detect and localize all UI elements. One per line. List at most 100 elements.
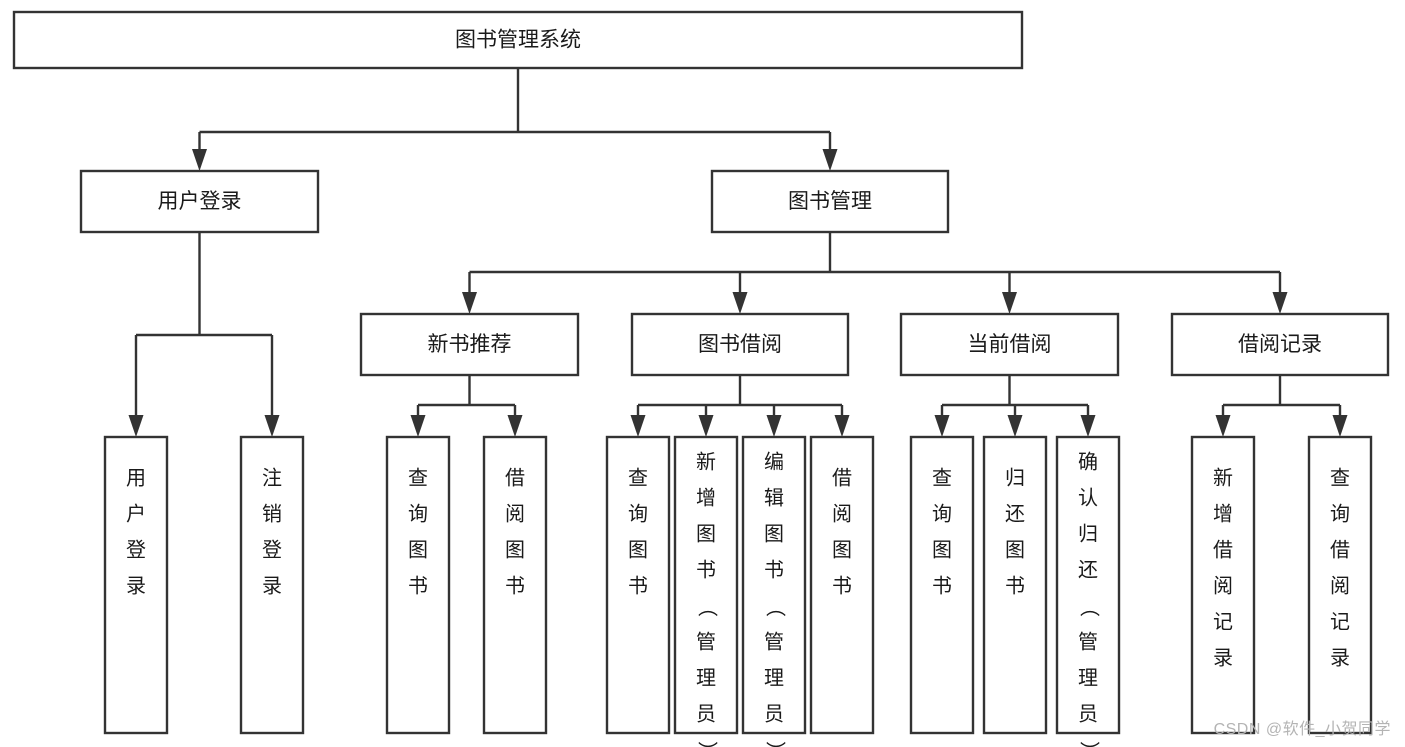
node-root[interactable]: 图书管理系统 [12,10,1024,70]
node-label-leaf-query-record-char-3: 阅 [1330,574,1350,597]
node-label-leaf-confirm-return-char-0: 确 [1078,450,1098,473]
node-label-leaf-add-book-char-5: 管 [696,630,716,653]
node-label-leaf-add-book-char-6: 理 [696,667,716,689]
node-box-leaf-query-book-cur [909,435,975,735]
node-label-leaf-borrow-book-char-1: 阅 [832,502,852,525]
node-label-leaf-add-book-char-3: 书 [696,558,716,581]
node-label-leaf-confirm-return-char-4: （ [1078,597,1101,617]
node-label-leaf-confirm-return-char-6: 理 [1078,667,1098,689]
node-label-leaf-edit-book-char-0: 编 [764,450,784,473]
node-label-leaf-user-login-char-0: 用 [126,467,146,489]
node-label-leaf-query-book-cur-char-0: 查 [932,466,952,489]
node-label-leaf-add-book-char-4: （ [696,597,719,617]
node-label-leaf-query-book-cur-char-3: 书 [932,574,952,597]
node-box-leaf-confirm-return [1055,435,1121,735]
node-current-borrow[interactable]: 当前借阅 [899,312,1120,377]
node-label-leaf-logout-char-1: 销 [262,502,282,525]
edges-layer [128,68,1348,437]
node-label-leaf-borrow-book-char-2: 图 [832,539,852,561]
node-book-borrow[interactable]: 图书借阅 [630,312,850,377]
node-label-leaf-confirm-return-char-3: 还 [1078,558,1098,581]
node-box-leaf-add-record [1190,435,1256,735]
node-new-book-recommend[interactable]: 新书推荐 [359,312,580,377]
node-label-user-login: 用户登录 [158,190,242,213]
node-label-root: 图书管理系统 [455,29,581,52]
node-book-manage[interactable]: 图书管理 [710,169,950,234]
node-box-borrow-record [1170,312,1390,377]
node-label-leaf-return-book-char-3: 书 [1005,574,1025,597]
node-label-leaf-query-record-char-2: 借 [1330,538,1350,561]
node-box-leaf-borrow-book-rec [482,435,548,735]
node-label-leaf-borrow-book-rec-char-1: 阅 [505,502,525,525]
node-box-leaf-borrow-book [809,435,875,735]
node-box-leaf-query-record [1307,435,1373,735]
node-box-leaf-query-book [605,435,671,735]
node-box-leaf-logout [239,435,305,735]
node-label-leaf-add-record-char-0: 新 [1213,466,1233,489]
node-label-leaf-logout-char-3: 录 [262,575,282,597]
node-box-current-borrow [899,312,1120,377]
node-label-leaf-query-record-char-0: 查 [1330,466,1350,489]
node-user-login[interactable]: 用户登录 [79,169,320,234]
node-label-leaf-confirm-return-char-5: 管 [1078,630,1098,653]
node-label-leaf-confirm-return-char-1: 认 [1078,486,1098,509]
node-label-leaf-confirm-return-char-8: ） [1078,741,1101,747]
node-label-leaf-edit-book-char-7: 员 [764,703,784,725]
node-label-leaf-query-book-char-1: 询 [628,502,648,525]
node-label-leaf-query-book-cur-char-1: 询 [932,502,952,525]
node-label-leaf-return-book-char-2: 图 [1005,539,1025,561]
node-box-leaf-add-book [673,435,739,735]
node-label-leaf-user-login-char-3: 录 [126,575,146,597]
node-label-leaf-borrow-book-char-3: 书 [832,574,852,597]
node-borrow-record[interactable]: 借阅记录 [1170,312,1390,377]
node-label-leaf-borrow-book-rec-char-2: 图 [505,539,525,561]
node-label-leaf-query-book-char-2: 图 [628,539,648,561]
csdn-watermark: CSDN @软件_小贺同学 [1213,721,1391,738]
node-label-leaf-add-book-char-1: 增 [696,486,716,509]
node-box-leaf-user-login [103,435,169,735]
node-label-leaf-add-record-char-3: 阅 [1213,574,1233,597]
node-label-leaf-query-record-char-4: 记 [1330,610,1350,633]
node-label-leaf-add-book-char-8: ） [696,741,719,747]
node-label-leaf-edit-book-char-3: 书 [764,558,784,581]
nodes-layer: 图书管理系统用户登录图书管理新书推荐图书借阅当前借阅借阅记录用户登录注销登录查询… [12,10,1390,747]
node-label-leaf-borrow-book-rec-char-0: 借 [505,466,525,489]
node-leaf-user-login[interactable]: 用户登录 [103,435,169,735]
node-label-leaf-query-book-char-0: 查 [628,466,648,489]
node-label-book-manage: 图书管理 [788,190,872,213]
node-label-leaf-edit-book-char-8: ） [764,741,787,747]
node-label-leaf-add-book-char-7: 员 [696,703,716,725]
node-label-leaf-user-login-char-2: 登 [126,538,146,561]
node-label-leaf-add-record-char-4: 记 [1213,610,1233,633]
node-label-leaf-return-book-char-1: 还 [1005,502,1025,525]
node-label-leaf-logout-char-2: 登 [262,538,282,561]
node-label-leaf-add-book-char-0: 新 [696,450,716,473]
node-box-book-borrow [630,312,850,377]
node-box-leaf-edit-book [741,435,807,735]
node-box-leaf-query-book-rec [385,435,451,735]
node-label-leaf-add-record-char-2: 借 [1213,538,1233,561]
node-label-leaf-query-record-char-1: 询 [1330,502,1350,525]
node-label-leaf-query-book-rec-char-3: 书 [408,574,428,597]
node-label-leaf-query-book-cur-char-2: 图 [932,539,952,561]
node-label-leaf-query-book-char-3: 书 [628,574,648,597]
node-label-leaf-edit-book-char-2: 图 [764,523,784,545]
node-label-leaf-edit-book-char-6: 理 [764,667,784,689]
node-label-leaf-add-record-char-1: 增 [1213,502,1233,525]
node-label-leaf-return-book-char-0: 归 [1005,466,1025,489]
node-label-leaf-user-login-char-1: 户 [126,502,146,525]
